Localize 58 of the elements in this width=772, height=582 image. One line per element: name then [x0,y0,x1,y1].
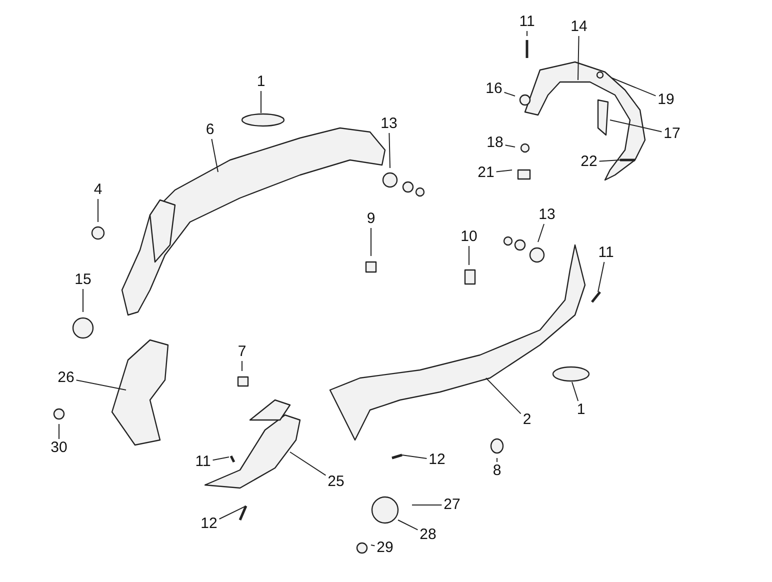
callout-number: 12 [200,516,218,532]
callout-number: 25 [328,474,344,490]
leader-line [572,382,579,402]
callout-number: 17 [664,126,680,142]
leader-line [370,544,376,546]
leader-line [260,90,262,114]
leader-line [538,224,544,242]
callout-number: 16 [486,81,502,97]
leader-line [598,160,620,162]
callout-number: 8 [492,463,502,479]
callout-number: 26 [58,370,74,386]
callout-number: 29 [376,540,394,556]
callout-number: 11 [195,454,211,470]
callout-number: 9 [366,211,376,227]
callout-number: 12 [428,452,446,468]
callout-number: 6 [206,122,214,138]
leader-line [578,36,580,80]
callout-number: 28 [420,527,436,543]
callout-number: 4 [94,182,102,198]
callout-number: 27 [444,497,460,513]
leader-line [468,246,470,266]
leader-line [82,288,84,312]
callout-number: 1 [576,402,586,418]
callout-number: 7 [238,344,246,360]
leader-line [402,454,428,459]
leader-line [290,452,326,476]
callout-number: 19 [658,92,674,108]
leader-line [370,228,372,256]
leader-line [412,504,442,506]
callout-number: 22 [580,154,598,170]
callout-number: 11 [519,14,535,30]
callout-number: 10 [460,229,478,245]
leader-line [211,138,218,172]
callout-number: 21 [478,165,494,181]
callout-number: 13 [380,116,398,132]
leader-line [496,170,512,172]
callout-number: 18 [486,135,504,151]
leader-line [486,378,522,414]
leader-line [388,132,390,168]
leader-line [218,506,246,520]
leader-line [610,120,662,132]
callout-number: 30 [50,440,68,456]
callout-number: 11 [598,245,614,261]
leader-line [496,458,498,462]
leader-line [398,520,418,530]
callout-number: 2 [522,412,532,428]
leader-line [212,456,230,461]
callout-number: 13 [538,207,556,223]
leader-line [598,262,605,292]
callout-number: 1 [256,74,266,90]
leader-line [612,78,656,96]
leader-line [58,424,60,440]
leader-line [76,380,126,390]
callout-number: 15 [74,272,92,288]
leader-line [504,144,516,148]
leader-line [526,30,528,36]
callout-number: 14 [570,19,588,35]
leader-line [504,92,516,96]
